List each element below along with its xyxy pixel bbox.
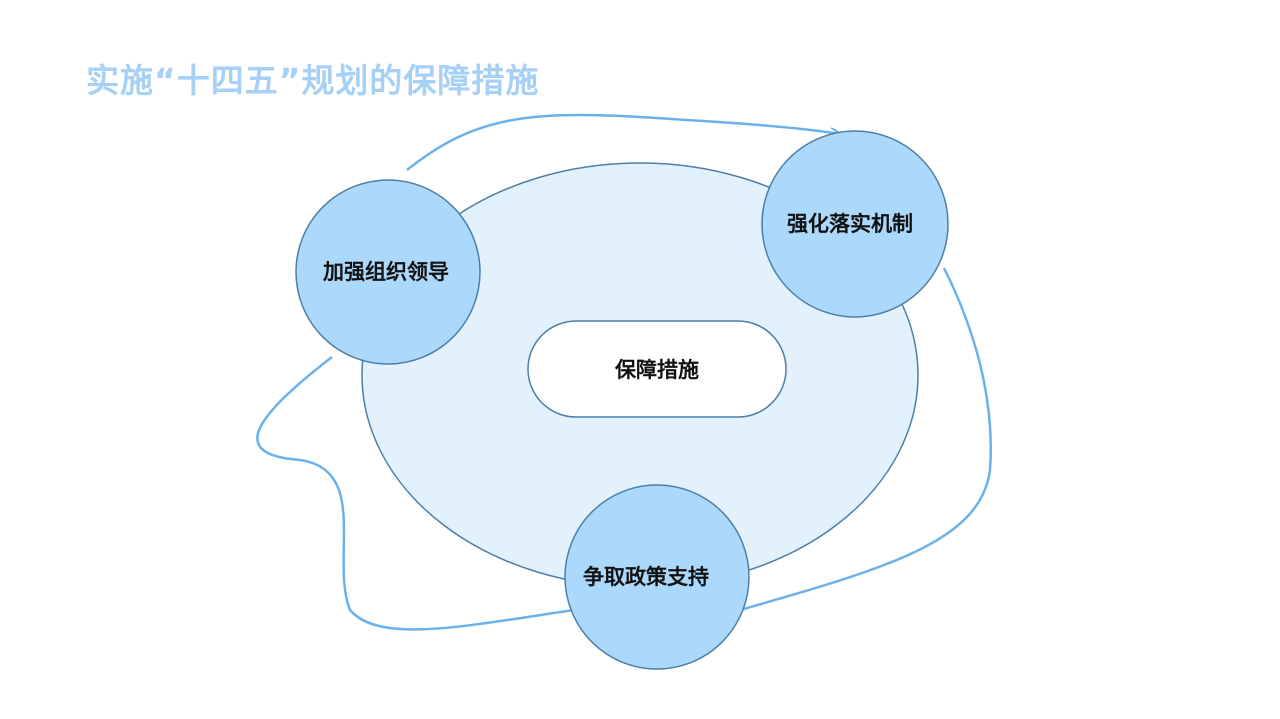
node-leadership: 加强组织领导	[295, 179, 481, 365]
node-policy: 争取政策支持	[564, 484, 750, 670]
connector-policy-to-leadership	[256, 356, 575, 631]
center-node: 保障措施	[527, 320, 787, 418]
connector-leadership-to-mechanism	[406, 113, 840, 171]
node-mechanism: 强化落实机制	[761, 130, 949, 318]
node-policy-label: 争取政策支持	[583, 565, 709, 589]
node-leadership-label: 加强组织领导	[322, 260, 449, 284]
node-mechanism-label: 强化落实机制	[787, 212, 913, 236]
connector-mechanism-to-policy	[711, 267, 992, 620]
slide-title: 实施“十四五”规划的保障措施	[86, 61, 540, 100]
center-node-label: 保障措施	[614, 358, 699, 382]
